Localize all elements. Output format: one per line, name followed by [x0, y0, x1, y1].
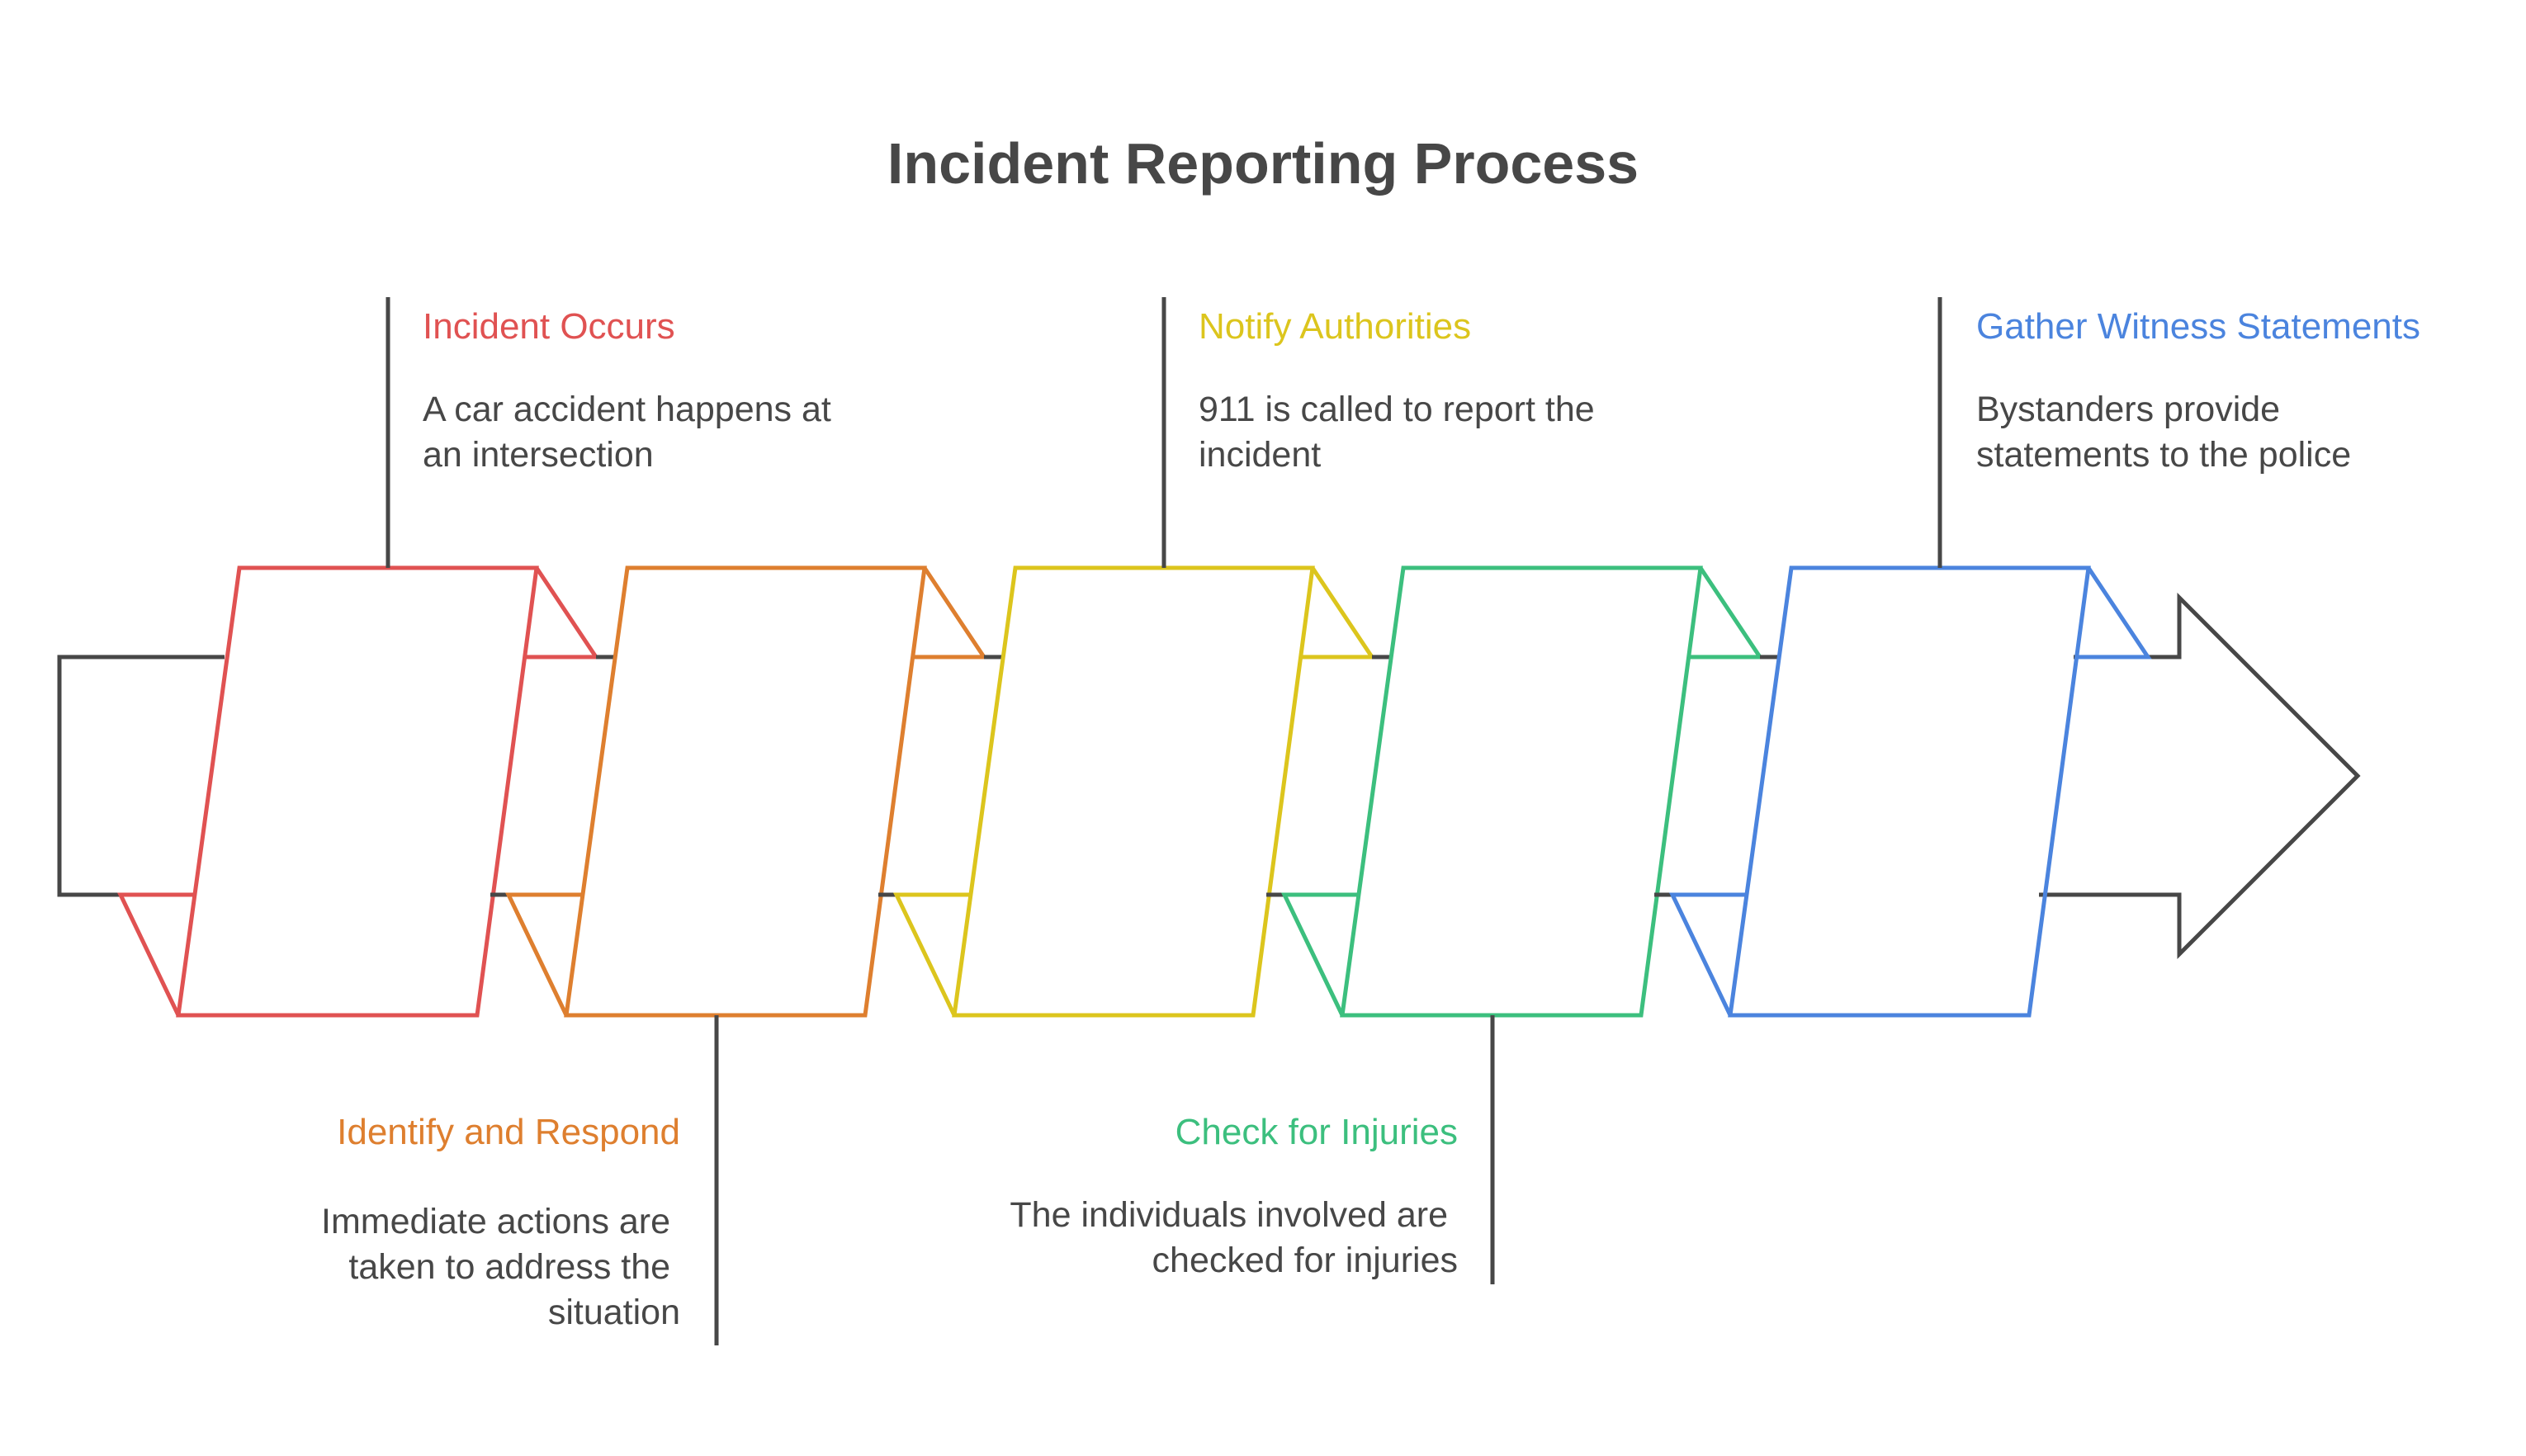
step-shapes: [117, 565, 2152, 1018]
step-fold-bottom: [1669, 892, 1748, 1017]
step-title: Identify and Respond: [337, 1112, 680, 1152]
step-title: Check for Injuries: [1175, 1112, 1458, 1152]
step-shape-gather-witness-statements: [1669, 565, 2152, 1018]
step-fold-bottom: [893, 892, 972, 1017]
step-fold-bottom: [117, 892, 196, 1017]
step-incident-occurs: Incident Occurs A car accident happens a…: [423, 306, 841, 475]
step-description: Bystanders provide statements to the pol…: [1976, 390, 2351, 475]
process-arrow: [57, 592, 2361, 960]
step-identify-and-respond: Identify and Respond Immediate actions a…: [321, 1112, 680, 1332]
step-title: Incident Occurs: [423, 306, 675, 347]
step-gather-witness-statements: Gather Witness Statements Bystanders pro…: [1976, 306, 2420, 475]
arrow-head: [2039, 592, 2361, 960]
step-box: [1340, 565, 1703, 1018]
step-fold-bottom: [1281, 892, 1360, 1017]
step-description: 911 is called to report the incident: [1199, 390, 1605, 475]
step-description: The individuals involved are checked for…: [1010, 1195, 1458, 1280]
step-description: Immediate actions are taken to address t…: [321, 1202, 680, 1332]
step-notify-authorities: Notify Authorities 911 is called to repo…: [1199, 306, 1605, 475]
step-check-for-injuries: Check for Injuries The individuals invol…: [1010, 1112, 1458, 1280]
step-box: [176, 565, 539, 1018]
leader-lines: [386, 297, 1942, 1345]
step-fold-top: [2077, 566, 2152, 659]
step-fold-bottom: [505, 892, 584, 1017]
step-shape-incident-occurs: [117, 565, 600, 1018]
step-description: A car accident happens at an intersectio…: [423, 390, 841, 475]
step-box: [1728, 565, 2091, 1018]
step-box: [952, 565, 1315, 1018]
step-box: [564, 565, 927, 1018]
page-title: Incident Reporting Process: [887, 131, 1639, 196]
step-title: Notify Authorities: [1199, 306, 1471, 347]
step-title: Gather Witness Statements: [1976, 306, 2420, 347]
